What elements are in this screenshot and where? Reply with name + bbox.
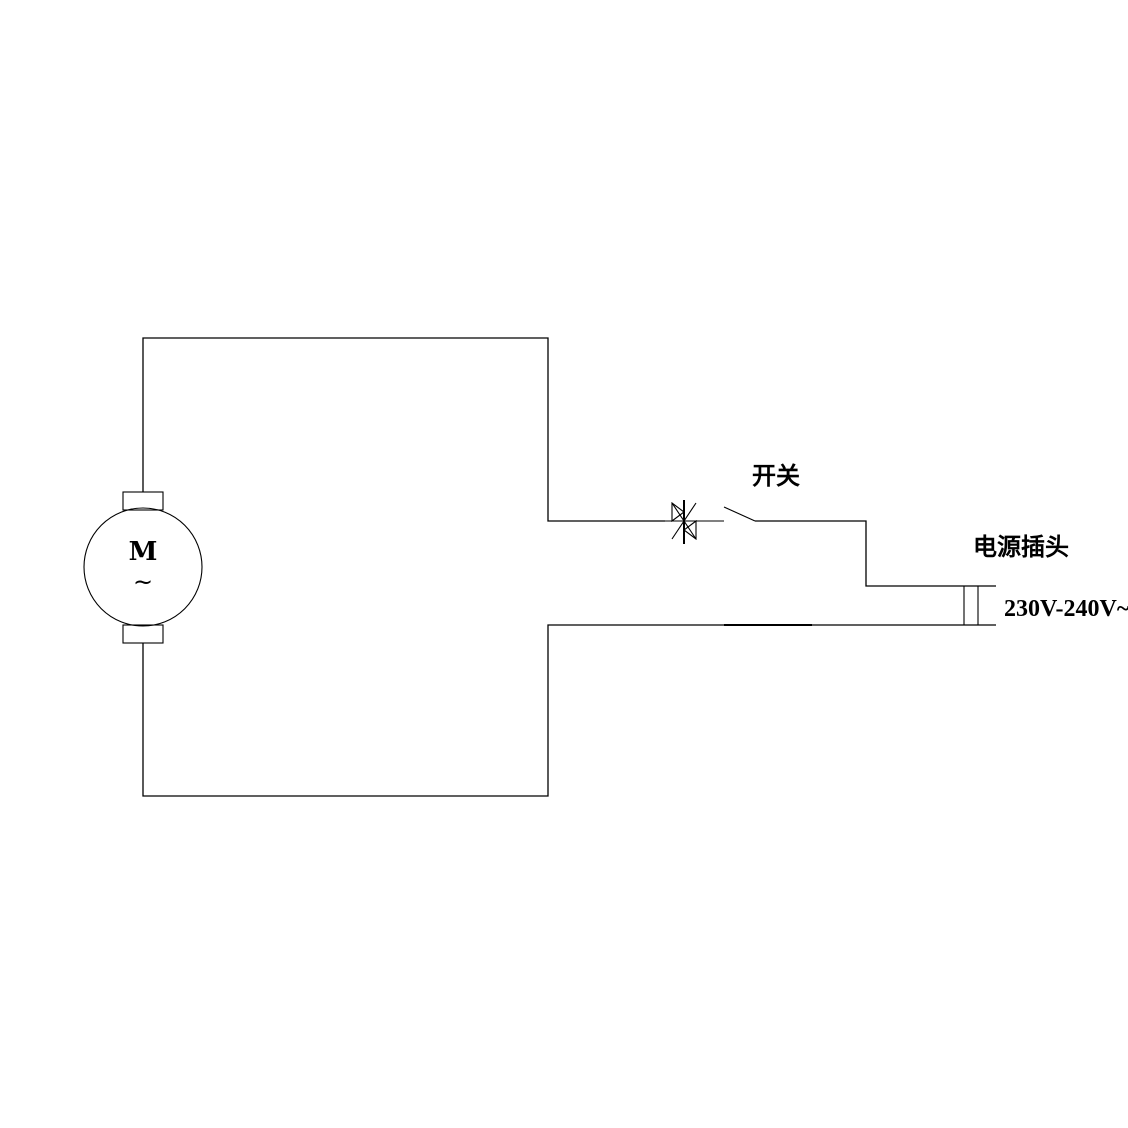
switch-blade <box>723 506 756 522</box>
motor-wiring <box>142 337 724 797</box>
triac-symbol <box>652 500 724 544</box>
voltage-label: 230V-240V~ <box>1004 596 1128 622</box>
top-wire <box>142 337 665 522</box>
motor: M ~ <box>83 491 203 644</box>
switch: 开关 <box>723 462 996 587</box>
switch-output-wire <box>755 520 996 587</box>
bottom-wire <box>142 624 724 797</box>
motor-ac-symbol: ~ <box>133 568 153 596</box>
motor-body <box>83 507 203 627</box>
switch-label: 开关 <box>752 462 800 490</box>
motor-top-terminal <box>122 491 164 511</box>
power-plug: 电源插头 230V-240V~ <box>963 533 1128 625</box>
power-plug-label: 电源插头 <box>973 533 1069 561</box>
motor-symbol: M <box>129 537 158 567</box>
motor-bottom-terminal <box>122 624 164 644</box>
